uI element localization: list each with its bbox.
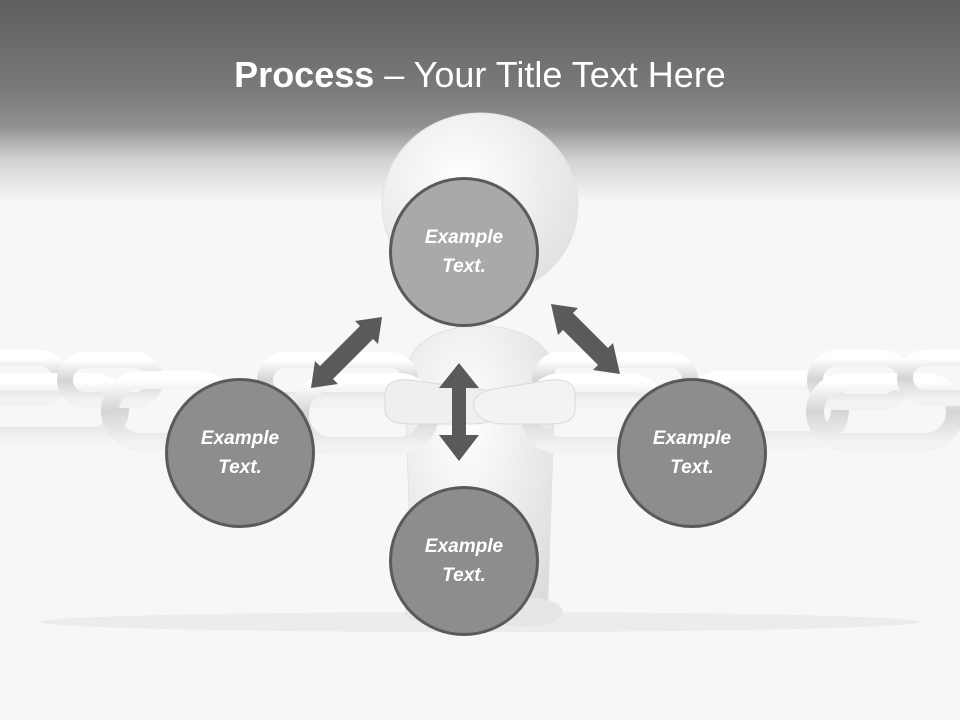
title-bold-part: Process: [234, 54, 375, 95]
arrow-vertical: [439, 363, 479, 461]
node-bottom: Example Text.: [389, 486, 539, 636]
connector-arrows: [311, 304, 620, 461]
node-bottom-line1: Example: [424, 536, 504, 557]
title-rest-part: – Your Title Text Here: [374, 54, 726, 95]
node-top-line2: Text.: [442, 256, 486, 277]
node-right-line2: Text.: [670, 457, 714, 478]
arrow-top-right: [551, 304, 620, 374]
arrow-top-left: [311, 317, 382, 388]
node-left-line1: Example: [200, 428, 280, 449]
figure-hands: [384, 379, 576, 425]
node-top: Example Text.: [389, 177, 539, 327]
node-right: Example Text.: [617, 378, 767, 528]
node-left-line2: Text.: [218, 457, 262, 478]
node-bottom-line2: Text.: [442, 565, 486, 586]
node-left: Example Text.: [165, 378, 315, 528]
node-top-line1: Example: [424, 227, 504, 248]
slide-title: Process – Your Title Text Here: [0, 50, 960, 100]
node-right-line1: Example: [652, 428, 732, 449]
